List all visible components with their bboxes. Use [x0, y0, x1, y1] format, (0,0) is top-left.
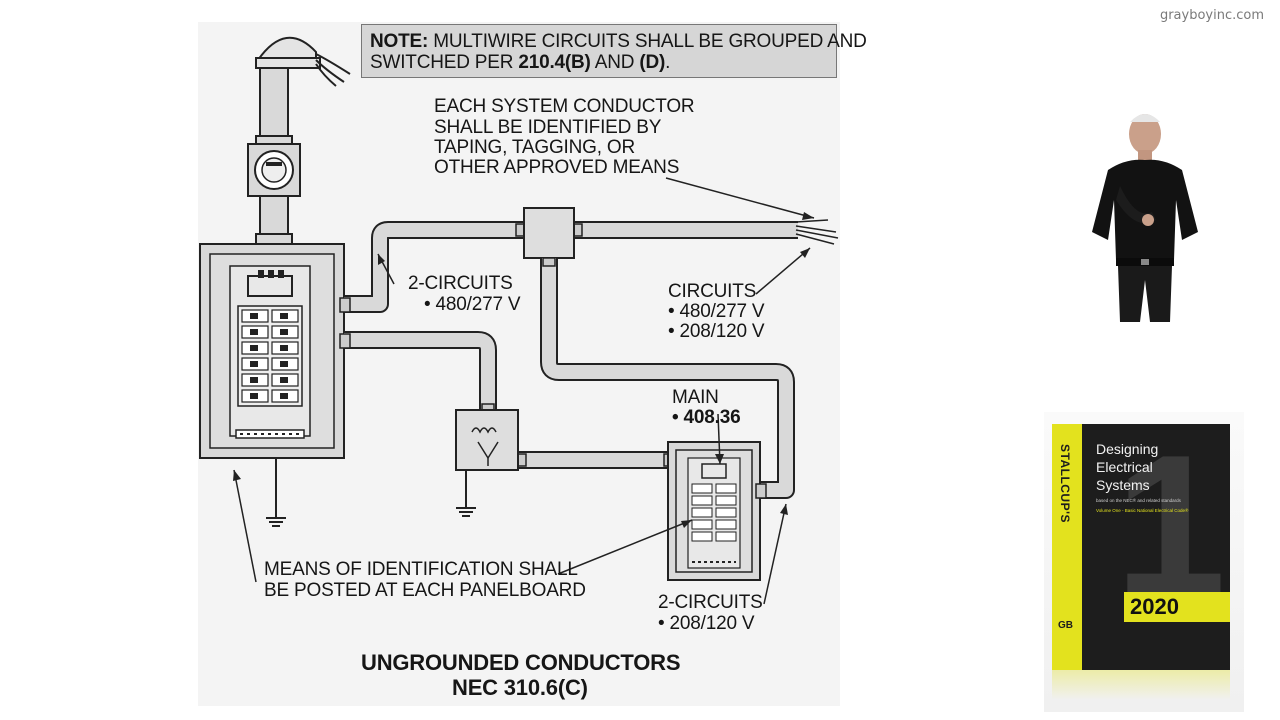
- means-of-id-line-2: BE POSTED AT EACH PANELBOARD: [264, 580, 586, 601]
- diagram-drawing: [199, 36, 839, 605]
- book-title-line-1: Designing: [1096, 441, 1159, 457]
- circuits-left-line-1: 2-CIRCUITS: [408, 273, 513, 294]
- main-value: • 408.36: [672, 407, 741, 428]
- book-reflection: [1052, 670, 1230, 700]
- circuits-bottom-line-1: 2-CIRCUITS: [658, 592, 763, 613]
- sub-panelboard: [667, 441, 767, 581]
- weatherhead-icon: [255, 36, 351, 87]
- circuits-right-line-1: CIRCUITS: [668, 281, 757, 302]
- system-conductor-line-4: OTHER APPROVED MEANS: [434, 157, 680, 178]
- wiring-diagram: NOTE: MULTIWIRE CIRCUITS SHALL BE GROUPE…: [198, 22, 867, 706]
- circuits-right-line-2: • 480/277 V: [668, 301, 765, 322]
- circuits-right-line-3: • 208/120 V: [668, 321, 765, 342]
- book-series: STALLCUP'S: [1058, 444, 1072, 523]
- junction-box: [523, 207, 575, 259]
- publisher-logo-icon: GB: [1058, 620, 1073, 631]
- main-panelboard: [199, 243, 345, 527]
- book-title-line-2: Electrical: [1096, 459, 1153, 475]
- system-conductor-line-3: TAPING, TAGGING, OR: [434, 137, 635, 158]
- circuits-bottom-line-2: • 208/120 V: [658, 613, 755, 634]
- presenter-video-icon: [1092, 114, 1198, 322]
- note-line-2: SWITCHED PER 210.4(B) AND (D).: [370, 52, 671, 73]
- book-cover-image: 1 STALLCUP'S GB Designing Electrical Sys…: [1044, 412, 1244, 712]
- service-mast: [259, 67, 289, 145]
- book-subtitle: based on the NEC® and related standards: [1096, 498, 1181, 503]
- diagram-title: UNGROUNDED CONDUCTORS: [361, 650, 681, 675]
- watermark: grayboyinc.com: [1159, 8, 1264, 23]
- book-cover: 1 STALLCUP'S GB Designing Electrical Sys…: [1052, 424, 1230, 670]
- book-title: Designing Electrical Systems: [1096, 440, 1206, 494]
- main-label: MAIN: [672, 387, 719, 408]
- presenter-video: [1086, 100, 1204, 322]
- circuits-left-line-2: • 480/277 V: [424, 294, 521, 315]
- diagram-subtitle: NEC 310.6(C): [452, 675, 588, 700]
- book-spine: STALLCUP'S GB: [1052, 424, 1082, 670]
- book-volume: Volume One - Basic National Electrical C…: [1096, 508, 1189, 513]
- ground-symbol-icon: [266, 517, 286, 527]
- transformer-icon: [455, 409, 519, 517]
- book-title-line-3: Systems: [1096, 477, 1150, 493]
- wire-ends: [795, 219, 839, 245]
- note-box: NOTE: MULTIWIRE CIRCUITS SHALL BE GROUPE…: [361, 24, 867, 78]
- book-year: 2020: [1124, 592, 1230, 622]
- means-of-id-line-1: MEANS OF IDENTIFICATION SHALL: [264, 559, 578, 580]
- note-line-1: NOTE: MULTIWIRE CIRCUITS SHALL BE GROUPE…: [370, 31, 867, 52]
- system-conductor-line-1: EACH SYSTEM CONDUCTOR: [434, 96, 695, 117]
- conduit-upper: [344, 221, 798, 313]
- system-conductor-line-2: SHALL BE IDENTIFIED BY: [434, 117, 662, 138]
- meter-icon: [247, 143, 301, 197]
